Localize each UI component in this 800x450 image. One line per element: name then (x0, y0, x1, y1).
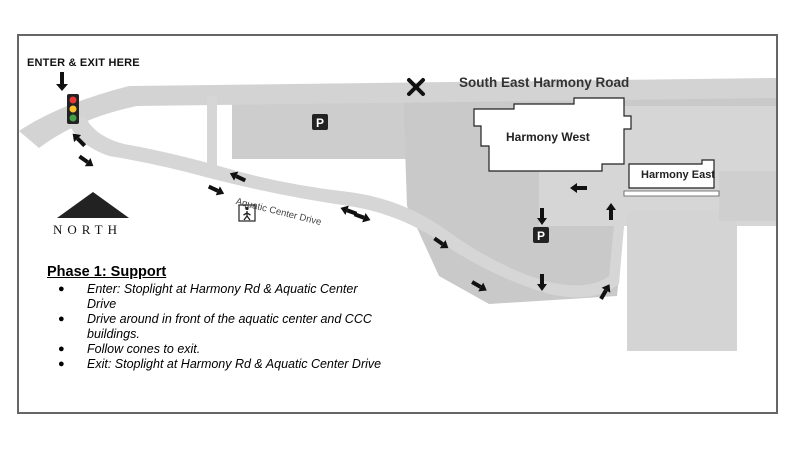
legend-item-text: Exit: Stoplight at Harmony Rd & Aquatic … (87, 357, 382, 371)
direction-arrow-icon (229, 171, 247, 183)
map-frame: P P (17, 34, 778, 414)
direction-arrow-icon (72, 133, 87, 148)
east-lot (719, 171, 776, 221)
legend-item-text: Follow cones to exit. (87, 342, 201, 356)
pedestrian-crossing-icon (238, 204, 256, 222)
harmony-road (19, 78, 776, 148)
direction-arrow-icon (537, 274, 547, 291)
legend-item-text: Drive around in front of the aquatic cen… (87, 312, 372, 341)
legend-item: ● Drive around in front of the aquatic ce… (47, 312, 387, 342)
legend-item: ● Enter: Stoplight at Harmony Rd & Aquati… (47, 282, 387, 312)
bullet-icon: ● (58, 283, 65, 295)
phase-legend: Phase 1: Support ● Enter: Stoplight at Ha… (47, 264, 387, 372)
southeast-grounds (627, 211, 737, 351)
direction-arrow-icon (471, 280, 487, 292)
traffic-light-icon (67, 94, 79, 124)
harmony-east-building (628, 159, 715, 189)
direction-arrow-icon (353, 212, 371, 223)
drive-loop-inner (207, 96, 217, 176)
harmony-west-building (473, 97, 632, 172)
direction-arrow-icon (570, 183, 587, 193)
harmony-east-label: Harmony East (641, 169, 715, 181)
bullet-icon: ● (58, 343, 65, 355)
north-arrow-icon (57, 192, 129, 218)
campus-map: P P (19, 72, 776, 351)
legend-item: ● Exit: Stoplight at Harmony Rd & Aquatic… (47, 357, 387, 372)
harmony-west-label: Harmony West (506, 130, 590, 144)
parking-icon: P (533, 227, 549, 243)
enter-exit-label: ENTER & EXIT HERE (27, 57, 140, 69)
direction-arrow-icon (78, 154, 94, 167)
parking-label: P (316, 116, 324, 130)
legend-item-text: Enter: Stoplight at Harmony Rd & Aquatic… (87, 282, 358, 311)
direction-arrow-icon (606, 203, 616, 220)
legend-item: ● Follow cones to exit. (47, 342, 387, 357)
direction-arrow-icon (433, 236, 449, 249)
harmony-road-label: South East Harmony Road (459, 75, 630, 90)
north-label: NORTH (53, 222, 122, 237)
direction-arrow-icon (537, 208, 547, 225)
harmony-east-wing (623, 190, 720, 197)
direction-arrows (72, 133, 616, 300)
enter-arrow-icon (56, 72, 68, 91)
parking-icon: P (312, 114, 328, 130)
parking-label: P (537, 229, 545, 243)
direction-arrow-icon (599, 284, 611, 300)
direction-arrow-icon (340, 205, 358, 216)
legend-list: ● Enter: Stoplight at Harmony Rd & Aquati… (47, 282, 387, 372)
direction-arrow-icon (207, 184, 225, 196)
bullet-icon: ● (58, 313, 65, 325)
legend-title: Phase 1: Support (47, 264, 167, 280)
bullet-icon: ● (58, 358, 65, 370)
closed-x-icon (407, 78, 425, 96)
